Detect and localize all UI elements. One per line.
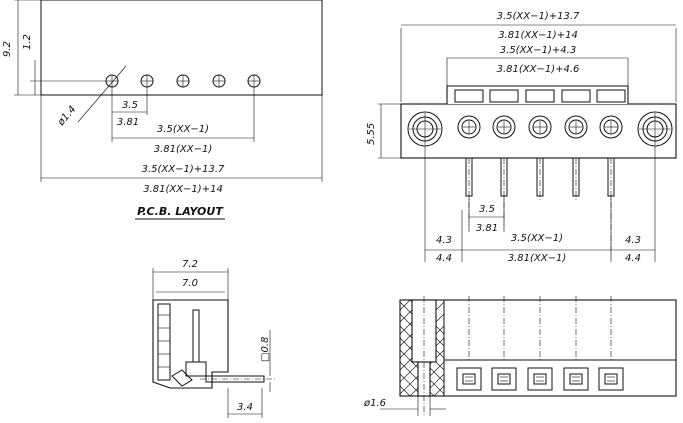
front-span-a-label: 3.5(XX−1) bbox=[511, 233, 563, 244]
side-housing bbox=[152, 299, 229, 389]
pcb-holes bbox=[105, 74, 261, 88]
pcb-hole bbox=[176, 74, 190, 88]
pcb-layout-view: 9.2 1.2 ø1.4 3.5 3.81 3.5(XX−1) 3.81(XX−… bbox=[2, 0, 323, 220]
terminal-opening bbox=[491, 367, 517, 391]
pcb-hole bbox=[140, 74, 154, 88]
pcb-total-a-label: 3.5(XX−1)+13.7 bbox=[142, 164, 225, 175]
pcb-hole bbox=[212, 74, 226, 88]
terminal-screw bbox=[596, 89, 626, 139]
pcb-hole bbox=[105, 74, 119, 88]
pcb-hole bbox=[247, 74, 261, 88]
front-left-a-label: 4.3 bbox=[436, 235, 452, 246]
mounting-flange-left bbox=[407, 111, 443, 147]
front-left-b-label: 4.4 bbox=[436, 253, 452, 264]
pcb-span-b-label: 3.81(XX−1) bbox=[154, 144, 213, 155]
terminal-opening bbox=[598, 367, 624, 391]
front-mid-a-label: 3.5(XX−1)+4.3 bbox=[500, 45, 576, 56]
front-right-a-label: 4.3 bbox=[625, 235, 641, 246]
front-view: 3.5(XX−1)+13.7 3.81(XX−1)+14 3.5(XX−1)+4… bbox=[366, 11, 677, 264]
terminal-screw bbox=[525, 89, 555, 139]
front-pitch-b-label: 3.81 bbox=[476, 223, 498, 234]
pcb-hole-dia-label: ø1.4 bbox=[55, 104, 78, 129]
front-right-b-label: 4.4 bbox=[625, 253, 641, 264]
pcb-pitch-b-label: 3.81 bbox=[117, 117, 139, 128]
pcb-height-label: 9.2 bbox=[2, 41, 13, 57]
side-width-a-label: 7.2 bbox=[182, 259, 198, 270]
terminal-screw bbox=[454, 89, 484, 139]
pcb-span-a-label: 3.5(XX−1) bbox=[157, 124, 209, 135]
pcb-total-b-label: 3.81(XX−1)+14 bbox=[143, 184, 223, 195]
front-mid-b-label: 3.81(XX−1)+4.6 bbox=[497, 64, 580, 75]
front-pitch-a-label: 3.5 bbox=[479, 204, 495, 215]
front-span-b-label: 3.81(XX−1) bbox=[508, 253, 567, 264]
side-wall bbox=[157, 303, 171, 381]
terminal-opening bbox=[456, 367, 482, 391]
terminal-screw bbox=[489, 89, 519, 139]
bottom-housing bbox=[399, 299, 677, 397]
connector-body bbox=[400, 103, 677, 159]
front-height-label: 5.55 bbox=[366, 123, 377, 145]
front-total-a-label: 3.5(XX−1)+13.7 bbox=[497, 11, 580, 22]
front-total-b-label: 3.81(XX−1)+14 bbox=[498, 30, 578, 41]
pcb-layout-title: P.C.B. LAYOUT bbox=[137, 205, 224, 218]
side-width-b-label: 7.0 bbox=[182, 278, 198, 289]
mounting-flange-right bbox=[637, 111, 673, 147]
bottom-pin-dia-label: ø1.6 bbox=[363, 398, 386, 409]
pcb-offset-label: 1.2 bbox=[22, 34, 33, 50]
pcb-pitch-a-label: 3.5 bbox=[122, 100, 138, 111]
terminal-opening bbox=[527, 367, 553, 391]
bottom-view: ø1.6 bbox=[363, 296, 677, 416]
terminal-opening bbox=[563, 367, 589, 391]
terminal-housing bbox=[446, 85, 629, 104]
side-pin-offset-label: 3.4 bbox=[237, 402, 253, 413]
side-pin-size-label: □0.8 bbox=[260, 337, 271, 362]
terminal-screw bbox=[561, 89, 591, 139]
side-view: 7.2 7.0 □0.8 3.4 bbox=[152, 259, 275, 418]
pcb-outline bbox=[40, 0, 323, 96]
